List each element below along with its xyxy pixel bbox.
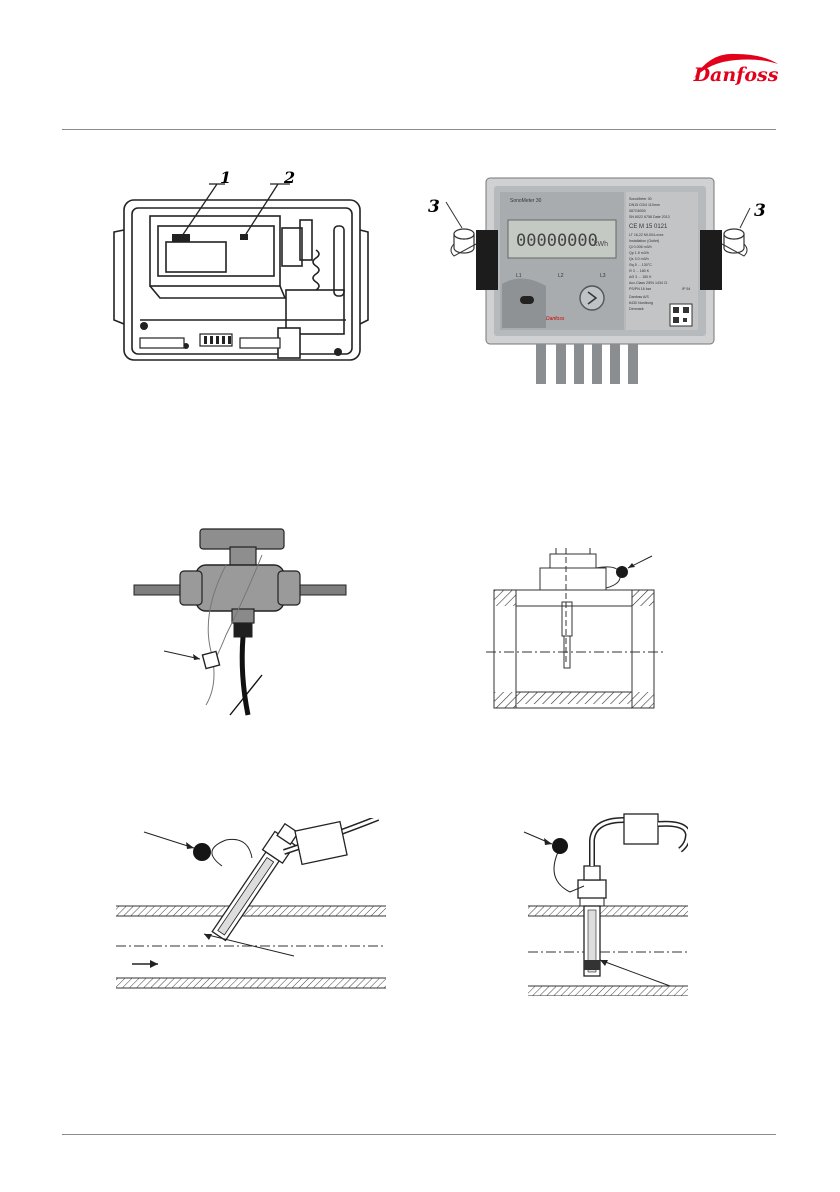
seal-strap-right xyxy=(700,230,722,290)
figure-tee-cross-section xyxy=(486,548,664,709)
nameplate-line-15: PS/PN 16 bar xyxy=(629,287,652,291)
nameplate-line-5: CE M 15 0121 xyxy=(629,224,668,230)
danfoss-logo: Danfoss xyxy=(693,53,779,86)
figure-meter-housing-open: 1 2 xyxy=(113,170,369,361)
status-l1: L1 xyxy=(516,273,522,279)
nameplate-line-11: Θq 5 ... 130°C xyxy=(629,263,652,267)
callout-1: 1 xyxy=(220,170,231,187)
nameplate-line-13: ΔΘ 3 ... 150 K xyxy=(629,275,652,279)
nameplate-line-6: LT 16,22 MI-004-xxxx xyxy=(629,233,664,237)
nameplate-line-10: Qs 3.0 m3/h xyxy=(629,257,649,261)
nameplate-line-7: Installation (Outlet) xyxy=(629,239,659,243)
lead-seal xyxy=(193,843,211,861)
nameplate-line-14: Acc.Class 2/EN 1434 Cl xyxy=(629,281,668,285)
nameplate-line-2: DN15 G3/4 110mm xyxy=(629,203,660,207)
nameplate-line-8: Qi 0.006 m3/h xyxy=(629,245,652,249)
callout-3-right: 3 xyxy=(754,201,766,221)
lead-seal xyxy=(616,566,628,578)
figure-meter-photo-with-seals: SonoMeter 30 00000000 kWh L1 L2 L3 Danfo… xyxy=(428,177,766,384)
callout-2: 2 xyxy=(283,170,295,187)
figure-angled-sensor-pipe xyxy=(116,818,386,989)
nameplate-ip-rating: IP 54 xyxy=(682,287,690,291)
wire-seal xyxy=(201,650,221,670)
lcd-unit: kWh xyxy=(594,241,608,248)
nameplate-line-4: SN 6022 6758 Date 2013 xyxy=(629,215,670,219)
nameplate-line-3: 087G6000 xyxy=(629,209,646,213)
figure-vertical-sensor-pipe xyxy=(523,813,688,996)
nameplate-line-1: SonoMeter 30 xyxy=(629,197,652,201)
footer-divider xyxy=(62,1134,776,1135)
nameplate-line-9: Qp 1.5 m3/h xyxy=(629,251,649,255)
nameplate-line-17: 6430 Nordborg xyxy=(629,301,653,305)
lcd-display: 00000000 xyxy=(516,231,598,251)
nameplate-line-12: Θ 3 ... 180 K xyxy=(629,269,650,273)
meter-brand-label: SonoMeter 30 xyxy=(510,198,542,204)
figure-ball-valve-seal xyxy=(133,528,347,716)
status-l3: L3 xyxy=(600,273,606,279)
callout-3-left: 3 xyxy=(428,197,440,217)
meter-brand-mark: Danfoss xyxy=(546,316,565,322)
brand-wordmark: Danfoss xyxy=(693,64,779,86)
header-divider xyxy=(62,129,776,130)
status-l2: L2 xyxy=(558,273,564,279)
nameplate-line-18: Denmark xyxy=(629,307,644,311)
nameplate-line-16: Danfoss A/S xyxy=(629,295,649,299)
lead-seal xyxy=(552,838,568,854)
seal-strap-left xyxy=(476,230,498,290)
